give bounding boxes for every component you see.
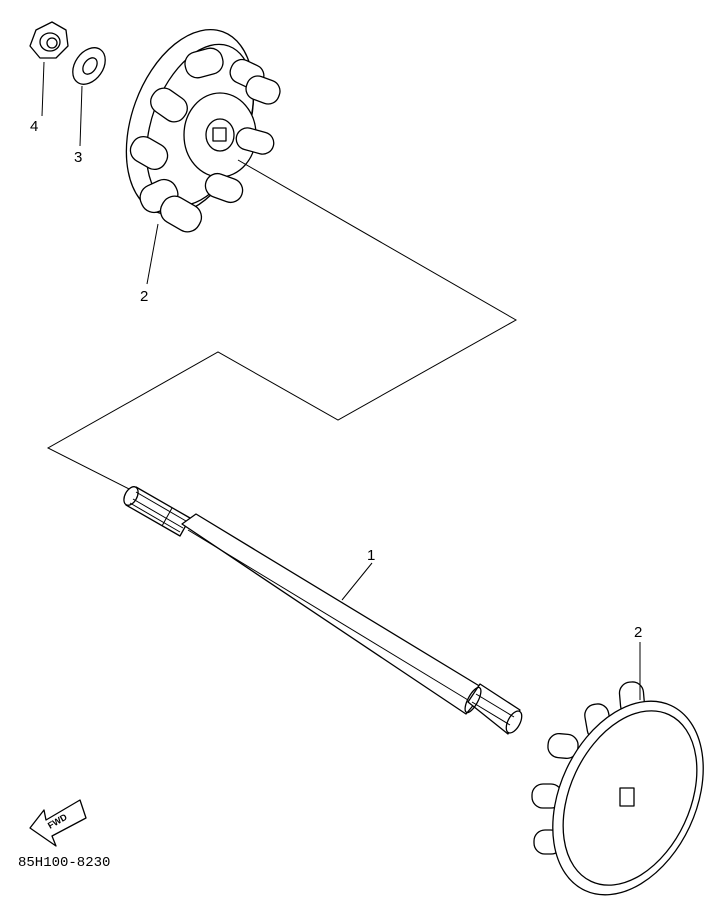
callout-1: 1 [367, 547, 375, 564]
assembly-line [46, 159, 518, 498]
drive-shaft [123, 486, 523, 735]
callout-3: 3 [74, 149, 82, 166]
hex-nut [29, 21, 69, 59]
impeller-lower [531, 681, 704, 896]
callout-4: 4 [30, 118, 38, 135]
callout-2-upper: 2 [140, 288, 148, 305]
diagram-code: 85H100-8230 [18, 855, 110, 871]
fwd-arrow-icon: FWD [29, 799, 87, 847]
leader-lines [41, 61, 641, 700]
impeller-upper [125, 28, 281, 233]
washer [72, 47, 106, 85]
callout-2-lower: 2 [634, 624, 642, 641]
